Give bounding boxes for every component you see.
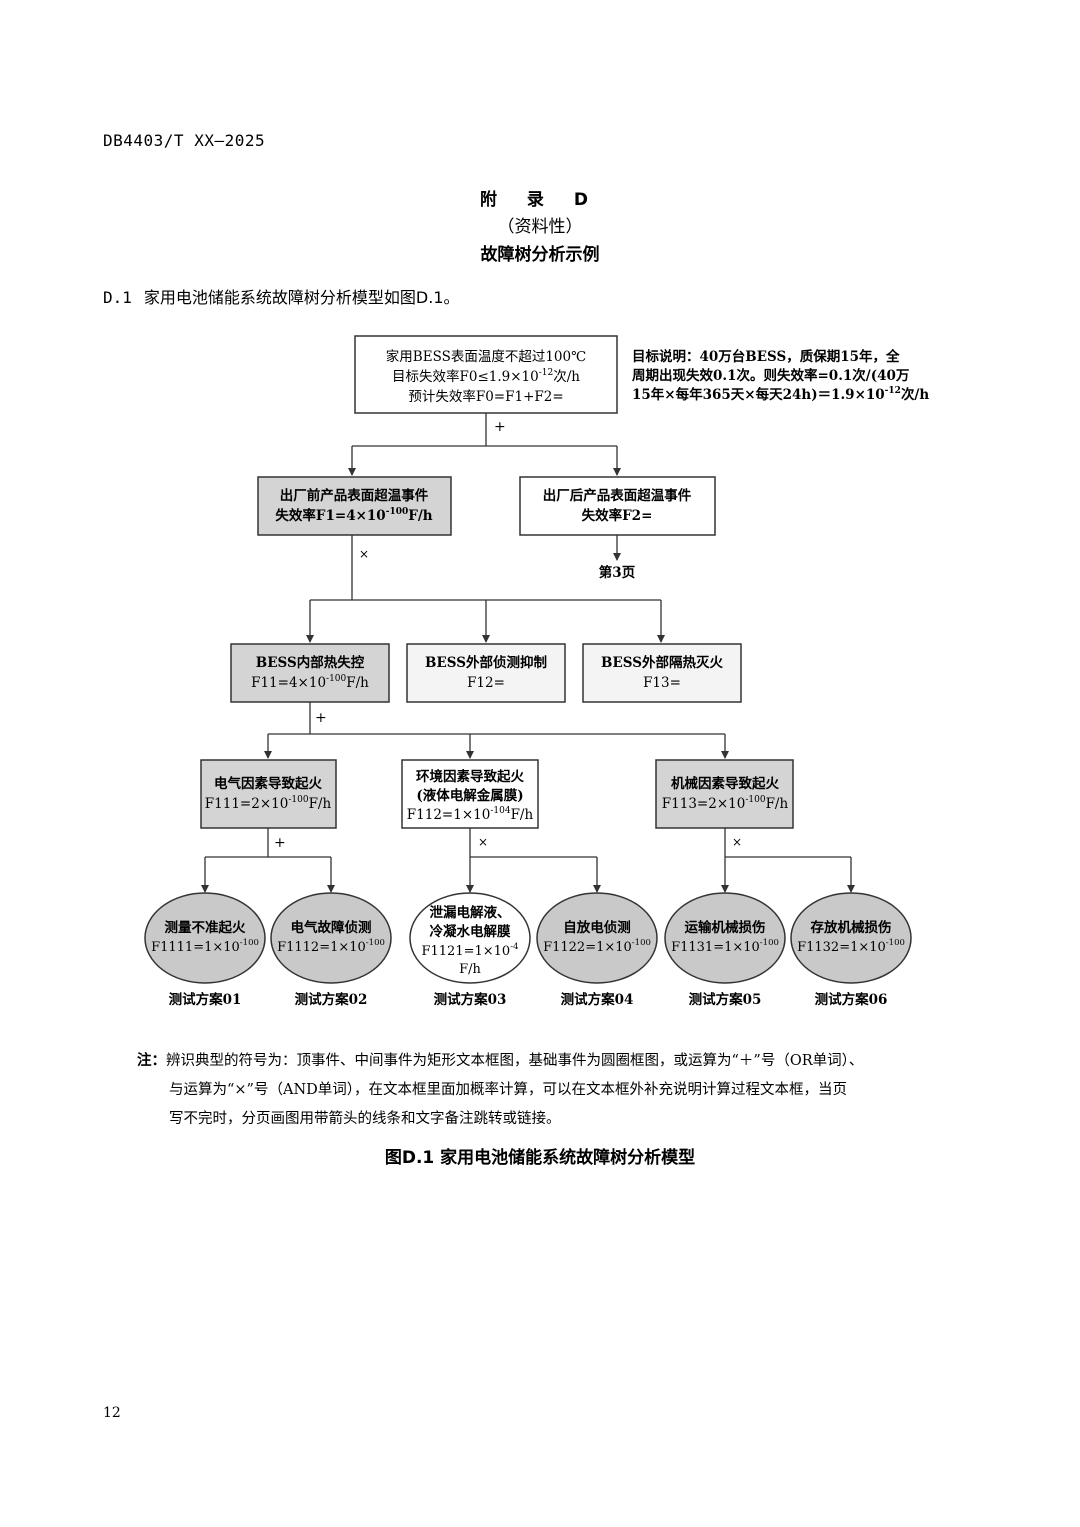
e1132-line2: F1132=1×10-100 — [797, 938, 905, 955]
e1132-event-circle — [790, 892, 912, 984]
e1121-line2: 冷凝水电解膜 — [430, 923, 511, 940]
gate-top-or: + — [494, 419, 506, 435]
goal-note-line2: 周期出现失效0.1次。则失效率=0.1次/(40万 — [632, 367, 909, 384]
top-event-line1: 家用BESS表面温度不超过100℃ — [386, 348, 586, 365]
f112-line1: 环境因素导致起火 — [416, 768, 524, 785]
f113-line1: 机械因素导致起火 — [671, 775, 779, 792]
gate-f112-and: × — [478, 835, 488, 849]
plan-label-06: 测试方案06 — [815, 991, 888, 1008]
gate-f11-or: + — [315, 710, 327, 726]
f1-event-box — [257, 476, 452, 536]
figure-note: 注：辨识典型的符号为：顶事件、中间事件为矩形文本框图，基础事件为圆圈框图，或运算… — [137, 1046, 957, 1134]
plan-label-03: 测试方案03 — [434, 991, 507, 1008]
e1112-line2: F1112=1×10-100 — [277, 938, 385, 955]
f2-line2: 失效率F2= — [582, 507, 653, 524]
annex-name: 故障树分析示例 — [480, 245, 600, 265]
e1132-line1: 存放机械损伤 — [811, 919, 892, 936]
f13-event-box — [582, 643, 742, 703]
top-event-line2: 目标失效率F0≤1.9×10-12次/h — [392, 368, 580, 385]
e1122-line1: 自放电侦测 — [563, 919, 631, 936]
e1122-line2: F1122=1×10-100 — [543, 938, 651, 955]
goal-note-line1: 目标说明：40万台BESS，质保期15年，全 — [632, 348, 900, 365]
plan-label-05: 测试方案05 — [689, 991, 762, 1008]
intro-number: D.1 — [103, 288, 132, 307]
e1131-line2: F1131=1×10-100 — [671, 938, 779, 955]
fault-tree-diagram: + × + + × × 家用BESS表面温度不超过100℃ 目标失效率F0≤1.… — [144, 335, 929, 1008]
f1-line2: 失效率F1=4×10-100F/h — [275, 507, 432, 524]
gate-f113-and: × — [732, 835, 742, 849]
plan-label-01: 测试方案01 — [169, 991, 242, 1008]
top-event-box — [354, 335, 618, 414]
f11-line2: F11=4×10-100F/h — [251, 674, 369, 691]
e1122-event-circle — [536, 892, 658, 984]
f11-event-box — [230, 643, 390, 703]
f2-event-box — [519, 476, 716, 536]
e1111-event-circle — [144, 892, 266, 984]
f11-line1: BESS内部热失控 — [256, 654, 365, 671]
page-ref-label: 第3页 — [599, 564, 635, 581]
e1121-line4: F/h — [459, 962, 481, 977]
e1121-line3: F1121=1×10-4 — [422, 942, 519, 959]
goal-note-line3: 15年×每年365天×每天24h)＝1.9×10-12次/h — [632, 386, 929, 403]
f13-line1: BESS外部隔热灭火 — [601, 654, 723, 671]
annex-nature: （资料性） — [497, 217, 583, 237]
doc-code: DB4403/T XX—2025 — [103, 131, 266, 150]
e1121-event-circle — [409, 892, 531, 984]
f12-event-box — [406, 643, 566, 703]
top-event-line3: 预计失效率F0=F1+F2= — [408, 388, 563, 405]
e1112-line1: 电气故障侦测 — [291, 919, 372, 936]
f111-line1: 电气因素导致起火 — [214, 775, 322, 792]
f111-line2: F111=2×10-100F/h — [205, 795, 332, 812]
e1131-event-circle — [664, 892, 786, 984]
plan-label-02: 测试方案02 — [295, 991, 368, 1008]
plan-label-04: 测试方案04 — [561, 991, 634, 1008]
f12-line1: BESS外部侦测抑制 — [425, 654, 547, 671]
f13-line2: F13= — [643, 675, 681, 691]
f2-line1: 出厂后产品表面超温事件 — [543, 487, 692, 504]
f12-line2: F12= — [467, 675, 505, 691]
f1-line1: 出厂前产品表面超温事件 — [280, 487, 429, 504]
f113-line2: F113=2×10-100F/h — [662, 795, 789, 812]
intro-paragraph: D.1 家用电池储能系统故障树分析模型如图D.1。 — [103, 284, 460, 308]
e1112-event-circle — [270, 892, 392, 984]
e1111-line2: F1111=1×10-100 — [151, 938, 259, 955]
figure-caption: 图D.1 家用电池储能系统故障树分析模型 — [384, 1148, 696, 1168]
annex-title: 附 录 D — [480, 190, 600, 210]
gate-f111-or: + — [274, 835, 286, 851]
note-label: 注： — [137, 1052, 166, 1069]
note-line3: 写不完时，分页画图用带箭头的线条和文字备注跳转或链接。 — [169, 1111, 561, 1127]
f112-line3: F112=1×10-104F/h — [407, 806, 534, 823]
e1121-line1: 泄漏电解液、 — [430, 904, 511, 921]
note-line1: 辨识典型的符号为：顶事件、中间事件为矩形文本框图，基础事件为圆圈框图，或运算为“… — [166, 1053, 864, 1069]
page-number: 12 — [103, 1405, 121, 1421]
gate-f1-and: × — [359, 547, 369, 561]
f111-event-box — [200, 759, 337, 829]
f113-event-box — [655, 759, 794, 829]
intro-text: 家用电池储能系统故障树分析模型如图D.1。 — [143, 288, 460, 307]
note-line2: 与运算为“×”号（AND单词），在文本框里面加概率计算，可以在文本框外补充说明计… — [169, 1082, 848, 1098]
e1131-line1: 运输机械损伤 — [685, 919, 766, 936]
f112-line2: (液体电解金属膜) — [416, 787, 523, 804]
f112-event-box — [401, 759, 539, 829]
e1111-line1: 测量不准起火 — [165, 919, 246, 936]
